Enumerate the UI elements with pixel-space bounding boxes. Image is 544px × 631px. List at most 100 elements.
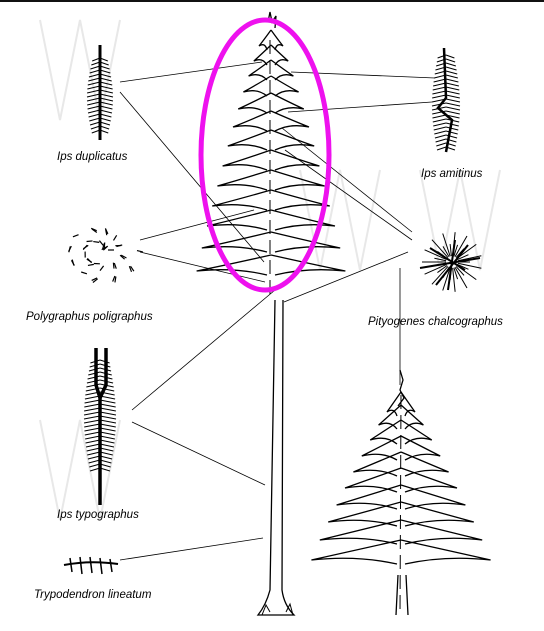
- gallery-tunnel: [99, 427, 116, 432]
- gallery-tunnel: [89, 121, 101, 126]
- gallery-tunnel: [89, 463, 101, 468]
- ips-amitinus-gallery-icon: [431, 47, 461, 153]
- gallery-tunnel: [431, 239, 449, 258]
- gallery-tunnel: [457, 254, 469, 261]
- gallery-tunnel: [437, 54, 447, 59]
- spruce-tree-young: [311, 369, 491, 616]
- gallery-tunnel: [86, 257, 92, 264]
- gallery-tunnel: [99, 363, 111, 368]
- connector-lines: [119, 61, 436, 561]
- gallery-tunnel: [432, 118, 447, 123]
- gallery-tunnel: [99, 101, 113, 106]
- gallery-tunnel: [89, 69, 101, 74]
- gallery-tunnel: [112, 275, 116, 282]
- gallery-tunnel: [99, 105, 113, 110]
- gallery-tunnel: [89, 363, 101, 368]
- gallery-tunnel: [84, 431, 101, 436]
- tree-branch: [270, 169, 325, 191]
- gallery-tunnel: [445, 146, 456, 151]
- gallery-tunnel: [433, 78, 447, 83]
- gallery-tunnel: [99, 89, 113, 94]
- gallery-tunnel: [445, 54, 455, 59]
- gallery-tunnel: [449, 267, 452, 280]
- gallery-tunnel: [453, 267, 459, 280]
- gallery-tunnel: [434, 130, 447, 135]
- gallery-tunnel: [99, 125, 110, 130]
- gallery-tunnel: [99, 399, 116, 404]
- gallery-tunnel: [445, 142, 456, 147]
- gallery-tunnel: [445, 94, 460, 99]
- gallery-tunnel: [99, 467, 111, 472]
- gallery-tunnel: [457, 263, 469, 270]
- gallery-tunnel: [434, 262, 447, 267]
- gallery-tunnel: [424, 263, 447, 275]
- gallery-tunnel: [436, 142, 447, 147]
- gallery-tunnel: [431, 106, 447, 111]
- tree-branch: [400, 435, 441, 461]
- gallery-tunnel: [99, 81, 113, 86]
- gallery-tunnel: [90, 125, 101, 130]
- tree-branch: [400, 501, 474, 527]
- gallery-tunnel: [99, 367, 112, 372]
- label-ips-typographus: Ips typographus: [57, 509, 139, 521]
- gallery-tunnel: [120, 254, 127, 259]
- gallery-tunnel: [437, 265, 448, 273]
- tree-branch: [361, 435, 402, 461]
- gallery-tunnel: [445, 82, 459, 87]
- gallery-tunnel: [88, 371, 101, 376]
- gallery-tunnel: [105, 229, 108, 236]
- gallery-tunnel: [99, 371, 112, 376]
- gallery-tunnel: [84, 407, 101, 412]
- gallery-tunnel: [87, 263, 94, 267]
- tree-branch: [270, 75, 299, 97]
- gallery-tunnel: [87, 101, 101, 106]
- gallery-tunnel: [454, 235, 468, 258]
- gallery-tunnel: [99, 411, 117, 416]
- tree-branch: [400, 419, 433, 445]
- watermark: [39, 19, 501, 521]
- gallery-tunnel: [99, 407, 116, 412]
- gallery-tunnel: [445, 118, 460, 123]
- gallery-tunnel: [84, 399, 101, 404]
- gallery-tunnel: [99, 451, 113, 456]
- tree-branch: [369, 419, 402, 445]
- tree-branch: [400, 539, 491, 565]
- tree-branch: [270, 149, 320, 171]
- gallery-tunnel: [99, 415, 117, 420]
- gallery-tunnel: [452, 267, 456, 292]
- gallery-tunnel: [91, 228, 98, 233]
- gallery-tunnel: [119, 254, 126, 260]
- gallery-tunnel: [90, 359, 101, 364]
- tree-branch: [196, 254, 272, 276]
- gallery-tunnel: [136, 249, 143, 253]
- gallery-tunnel: [434, 74, 447, 79]
- gallery-tunnel: [445, 86, 460, 91]
- gallery-tunnel: [68, 245, 72, 252]
- gallery-tunnel: [99, 85, 113, 90]
- gallery-tunnel: [72, 234, 79, 238]
- gallery-tunnel: [99, 109, 113, 114]
- tree-branch: [270, 189, 330, 211]
- gallery-tunnel: [435, 138, 447, 143]
- gallery-tunnel: [432, 110, 447, 115]
- gallery-tunnel: [99, 443, 115, 448]
- tree-branch: [270, 231, 341, 253]
- tree-branch: [243, 75, 272, 97]
- gallery-tunnel: [431, 102, 447, 107]
- gallery-tunnel: [85, 391, 101, 396]
- gallery-tunnel: [99, 375, 113, 380]
- gallery-tunnel: [85, 435, 101, 440]
- gallery-tunnel: [99, 77, 112, 82]
- tree-branch: [217, 169, 272, 191]
- gallery-tunnel: [92, 278, 98, 283]
- gallery-tunnel: [99, 423, 116, 428]
- gallery-tunnel: [445, 58, 456, 63]
- gallery-tunnel: [424, 249, 447, 261]
- gallery-tunnel: [433, 82, 447, 87]
- gallery-tunnel: [437, 251, 448, 259]
- gallery-tunnel: [99, 387, 115, 392]
- gallery-tunnel: [128, 265, 133, 273]
- gallery-tunnel: [449, 244, 452, 257]
- tree-branch: [270, 59, 294, 81]
